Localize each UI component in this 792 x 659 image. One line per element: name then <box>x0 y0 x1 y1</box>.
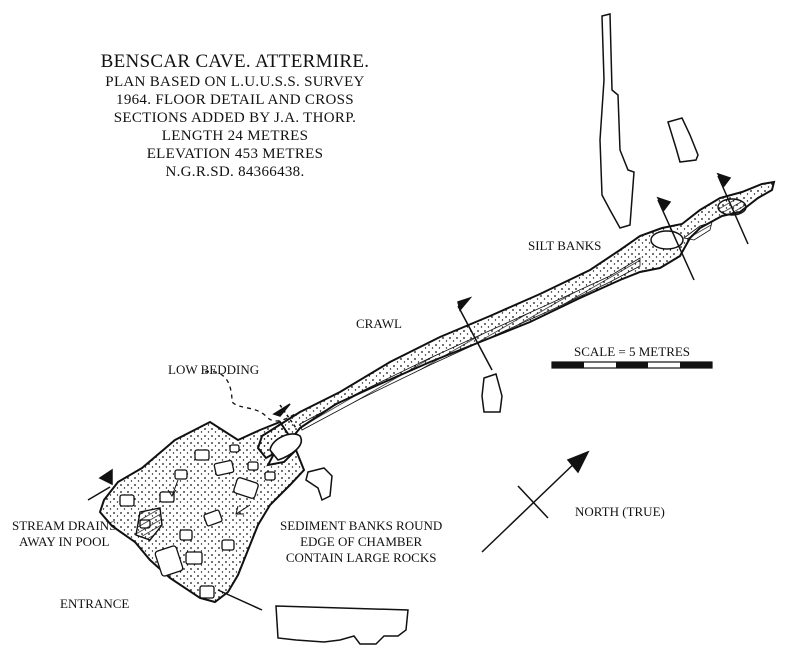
low-bedding-outline <box>204 371 296 422</box>
title-line: PLAN BASED ON L.U.U.S.S. SURVEY <box>105 74 365 90</box>
title-line: LENGTH 24 METRES <box>161 128 309 144</box>
section-flags <box>87 172 749 611</box>
title-line: N.G.R.SD. 84366438. <box>165 164 305 180</box>
stream-pool <box>135 507 163 541</box>
sediment-banks-label: SEDIMENT BANKS ROUND EDGE OF CHAMBER CON… <box>280 518 442 566</box>
title-line: BENSCAR CAVE. ATTERMIRE. <box>100 51 370 72</box>
sediment-banks-line: EDGE OF CHAMBER <box>300 534 423 549</box>
silt-banks-label: SILT BANKS <box>528 238 602 253</box>
title-line: ELEVATION 453 METRES <box>146 146 324 162</box>
crawl-label: CRAWL <box>356 316 402 331</box>
rock-pillar <box>269 433 303 461</box>
stream-drains-line: STREAM DRAINS <box>12 518 117 533</box>
cross-sections <box>275 13 699 645</box>
north-label: NORTH (TRUE) <box>575 504 665 519</box>
sediment-banks-line: CONTAIN LARGE ROCKS <box>285 550 437 565</box>
low-bedding-label: LOW BEDDING <box>168 362 260 377</box>
entrance-label: ENTRANCE <box>60 596 130 611</box>
flow-arrows <box>167 479 251 515</box>
entrance-chamber <box>98 420 306 604</box>
sediment-banks-line: SEDIMENT BANKS ROUND <box>280 518 443 533</box>
rocks <box>119 444 276 599</box>
scale-label: SCALE = 5 METRES <box>574 344 691 359</box>
main-passage <box>256 180 776 460</box>
title-line: SECTIONS ADDED BY J.A. THORP. <box>113 110 357 126</box>
title-line: 1964. FLOOR DETAIL AND CROSS <box>116 92 354 108</box>
silt-bank-loop <box>650 230 684 250</box>
stream-drains-label: STREAM DRAINS AWAY IN POOL <box>12 518 116 550</box>
stream-drains-line: AWAY IN POOL <box>18 534 110 549</box>
title-block: BENSCAR CAVE. ATTERMIRE. PLAN BASED ON L… <box>70 50 400 181</box>
north-arrow <box>481 450 590 553</box>
scale-bar <box>551 361 713 369</box>
